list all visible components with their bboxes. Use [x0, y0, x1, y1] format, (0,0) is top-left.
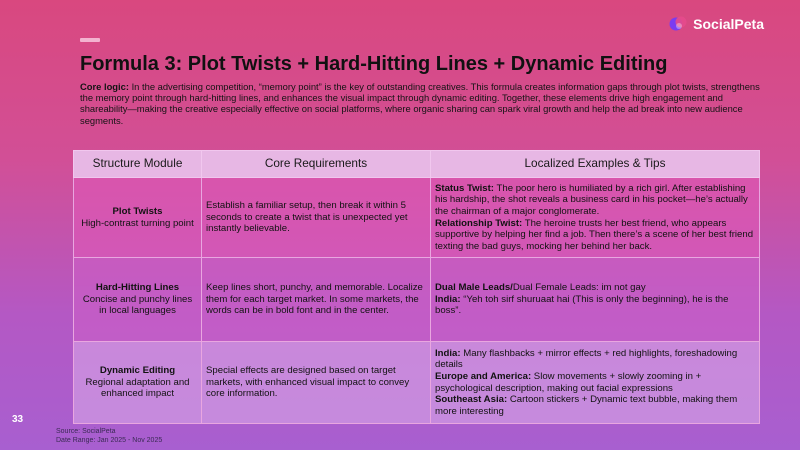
tip-item: Southeast Asia: Cartoon stickers + Dynam…: [435, 394, 755, 417]
socialpeta-logo-icon: [669, 15, 689, 33]
module-subtitle: Concise and punchy lines in local langua…: [82, 293, 193, 317]
table-row: Plot Twists High-contrast turning point …: [73, 177, 760, 258]
page-title: Formula 3: Plot Twists + Hard-Hitting Li…: [80, 53, 668, 75]
requirements-cell: Keep lines short, punchy, and memorable.…: [201, 257, 431, 342]
tip-label: Dual Male Leads/: [435, 282, 513, 294]
source-text: Source: SocialPeta: [56, 428, 116, 435]
module-cell: Hard-Hitting Lines Concise and punchy li…: [73, 257, 202, 342]
module-subtitle: Regional adaptation and enhanced impact: [85, 376, 190, 400]
tip-text: The poor hero is humiliated by a rich gi…: [435, 182, 748, 217]
module-name: Dynamic Editing: [99, 365, 176, 377]
tip-label: India:: [435, 293, 461, 305]
core-logic-label: Core logic:: [80, 81, 129, 92]
tip-item: India: “Yeh toh sirf shuruaat hai (This …: [435, 294, 755, 317]
tips-cell: Dual Male Leads/Dual Female Leads: im no…: [430, 257, 760, 342]
tips-cell: Status Twist: The poor hero is humiliate…: [430, 177, 760, 258]
date-range-text: Date Range: Jan 2025 - Nov 2025: [56, 437, 163, 444]
module-cell: Plot Twists High-contrast turning point: [73, 177, 202, 258]
tip-item: Europe and America: Slow movements + slo…: [435, 371, 755, 394]
tip-text: The heroine trusts her best friend, who …: [435, 217, 754, 252]
tip-item: Dual Male Leads/Dual Female Leads: im no…: [435, 282, 755, 294]
header-core-requirements: Core Requirements: [201, 150, 431, 178]
tip-label: Status Twist:: [435, 182, 494, 194]
module-cell: Dynamic Editing Regional adaptation and …: [73, 341, 202, 424]
tip-label: Southeast Asia:: [435, 394, 508, 406]
tip-label: Europe and America:: [435, 370, 532, 382]
tip-label: Relationship Twist:: [435, 217, 523, 229]
table-row: Dynamic Editing Regional adaptation and …: [73, 341, 760, 424]
table-row: Hard-Hitting Lines Concise and punchy li…: [73, 257, 760, 342]
module-name: Hard-Hitting Lines: [95, 282, 180, 294]
tip-text: Cartoon stickers + Dynamic text bubble, …: [435, 394, 738, 417]
structure-table: Structure Module Core Requirements Local…: [73, 150, 760, 424]
table-header-row: Structure Module Core Requirements Local…: [73, 150, 760, 178]
tip-item: Status Twist: The poor hero is humiliate…: [435, 183, 755, 218]
brand-logo: SocialPeta: [669, 15, 764, 33]
tip-label: India:: [435, 347, 461, 359]
module-name: Plot Twists: [112, 205, 163, 217]
source-note: Source: SocialPeta Date Range: Jan 2025 …: [56, 427, 162, 445]
tip-text: Dual Female Leads: im not gay: [512, 282, 646, 294]
accent-bar: [80, 38, 100, 42]
brand-name: SocialPeta: [693, 16, 764, 32]
core-logic: Core logic: In the advertising competiti…: [80, 81, 770, 126]
tip-item: Relationship Twist: The heroine trusts h…: [435, 218, 755, 253]
requirements-cell: Establish a familiar setup, then break i…: [201, 177, 431, 258]
core-logic-text: In the advertising competition, “memory …: [80, 81, 760, 126]
tip-text: “Yeh toh sirf shuruaat hai (This is only…: [435, 293, 729, 317]
header-localized-examples: Localized Examples & Tips: [430, 150, 760, 178]
header-structure-module: Structure Module: [73, 150, 202, 178]
page-number: 33: [12, 414, 24, 425]
module-subtitle: High-contrast turning point: [81, 217, 194, 229]
tips-cell: India: Many flashbacks + mirror effects …: [430, 341, 760, 424]
tip-text: Many flashbacks + mirror effects + red h…: [435, 347, 738, 371]
tip-item: India: Many flashbacks + mirror effects …: [435, 348, 755, 371]
tip-text: Slow movements + slowly zooming in + psy…: [435, 370, 702, 394]
requirements-cell: Special effects are designed based on ta…: [201, 341, 431, 424]
